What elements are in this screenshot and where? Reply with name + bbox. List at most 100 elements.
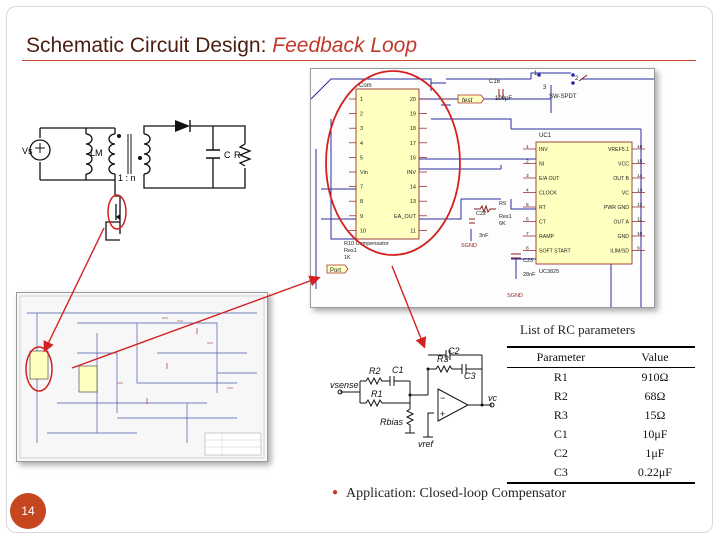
uc-right-pin-number: 13 [637, 188, 643, 194]
rc-param: C2 [553, 446, 568, 460]
uc-right-pin: GND [617, 234, 629, 240]
rc-table-header-row: Parameter Value [507, 346, 695, 368]
c23-value: 28nF [523, 272, 536, 278]
com-left-pin: Vin [360, 170, 368, 176]
uc-left-pin: SOFT START [539, 249, 572, 255]
com-left-pin: 1 [360, 97, 363, 103]
rc-header-value: Value [614, 346, 695, 368]
uc-left-pin: NI [539, 162, 544, 168]
sgnd-label-2: SGND [507, 293, 523, 299]
uc-right-pin-number: 9 [637, 246, 640, 252]
uc-left-pin-number: 6 [526, 217, 529, 223]
arrow-thumbnail-to-zoom [71, 275, 321, 369]
uc-left-pin-number: 3 [526, 173, 529, 179]
opamp-minus: − [440, 393, 445, 403]
com-left-pin: 8 [360, 199, 363, 205]
uc-right-pin-number: 12 [637, 202, 643, 208]
uc-left-pin: RT [539, 205, 547, 211]
ratio-label: 1 : n [118, 173, 136, 183]
uc-header: UC1 [539, 133, 552, 139]
com-footer-2: Res1 [344, 248, 357, 254]
c22-value: 3nF [479, 233, 489, 239]
uc-left-pin: RAMP [539, 234, 555, 240]
source-label: Vs [22, 146, 33, 156]
uc-right-pin: VC [622, 191, 629, 197]
switch-highlight [107, 194, 127, 230]
uc-left-pin-number: 5 [526, 202, 529, 208]
c16-value: 100pF [495, 96, 512, 102]
converter-diagram: Vs LM C R 1 : n [22, 120, 252, 241]
com-left-pin: 5 [360, 155, 363, 161]
label-c3: C3 [464, 371, 476, 381]
c23-label: C23 [523, 258, 533, 264]
uc-left-pin-number: 2 [526, 159, 529, 165]
com-footer-3: 1K [344, 255, 351, 261]
com-right-pin: 13 [410, 199, 416, 205]
com-right-pin: 17 [410, 141, 416, 147]
rc-param: C3 [507, 463, 615, 484]
title-main: Schematic Circuit Design: [26, 34, 267, 57]
arrow-switch-to-thumbnail [43, 227, 105, 353]
arrow-zoom-to-compensator [391, 265, 427, 349]
com-left-pin: 2 [360, 112, 363, 118]
rc-value: 68Ω [644, 389, 666, 403]
com-right-pin: 18 [410, 126, 416, 132]
uc-left-pin: CLOCK [539, 191, 557, 197]
label-r3: R3 [437, 354, 449, 364]
schematic-drawing: test Port C16 100pF SW-SPDT 1 2 3 C22 3n… [310, 70, 654, 307]
uc-right-pin: OUT A [614, 220, 630, 226]
uc-right-pin-number: 10 [637, 231, 643, 237]
compensator-highlight [325, 70, 461, 256]
cap-label: C [224, 150, 231, 160]
bullet-text: Application: Closed-loop Compensator [346, 486, 567, 501]
uc-left-pin-number: 1 [526, 144, 529, 150]
label-c2: C2 [448, 346, 460, 356]
c22-label: C22 [476, 211, 486, 217]
schematic-wires [310, 72, 654, 307]
rc-value: 10μF [642, 427, 668, 441]
rc-value: 0.22μF [614, 463, 695, 484]
label-vref: vref [418, 439, 435, 449]
uc-left-pin: E/A OUT [539, 176, 560, 182]
schematic-zoom: test Port C16 100pF SW-SPDT 1 2 3 C22 3n… [310, 68, 655, 308]
port-bottom-label: Port [330, 268, 341, 274]
rc-value: 15Ω [644, 408, 666, 422]
label-rbias: Rbias [380, 417, 404, 427]
label-r2: R2 [369, 366, 381, 376]
rc-header-parameter: Parameter [507, 346, 615, 368]
uc-right-pin: OUT B [613, 176, 629, 182]
r9-value: 6K [499, 221, 506, 227]
sw-pin-1: 1 [534, 71, 538, 77]
opamp-plus: + [440, 409, 445, 419]
rc-param: R1 [553, 370, 568, 384]
com-header: Com [359, 83, 372, 89]
uc-left-pin-number: 4 [526, 188, 529, 194]
uc-right-pin: PWR GND [604, 205, 629, 211]
uc-right-pin: VCC [618, 162, 629, 168]
uc-right-pin-number: 14 [637, 173, 643, 179]
com-left-pin: 9 [360, 214, 363, 220]
page-number: 14 [10, 493, 46, 529]
title-emphasis: Feedback Loop [272, 34, 418, 57]
rc-value: 1μF [645, 446, 665, 460]
full-schematic-thumbnail [16, 292, 268, 462]
c16-label: C16 [489, 79, 501, 85]
r9-type: Res1 [499, 214, 512, 220]
r9-label: R9 [499, 201, 506, 207]
com-left-pin: 4 [360, 141, 363, 147]
com-right-pin: 16 [410, 155, 416, 161]
uc-right-pin: ILIM/SD [610, 249, 629, 255]
rc-param: R3 [553, 408, 568, 422]
com-right-pin: INV [407, 170, 417, 176]
sw-label: SW-SPDT [549, 94, 577, 100]
bullet-item: ●Application: Closed-loop Compensator [332, 486, 566, 502]
thumbnail-drawing [19, 295, 265, 459]
com-left-pin: 7 [360, 185, 363, 191]
uc-left-pin-number: 7 [526, 231, 529, 237]
port-test-label: test [462, 97, 474, 104]
